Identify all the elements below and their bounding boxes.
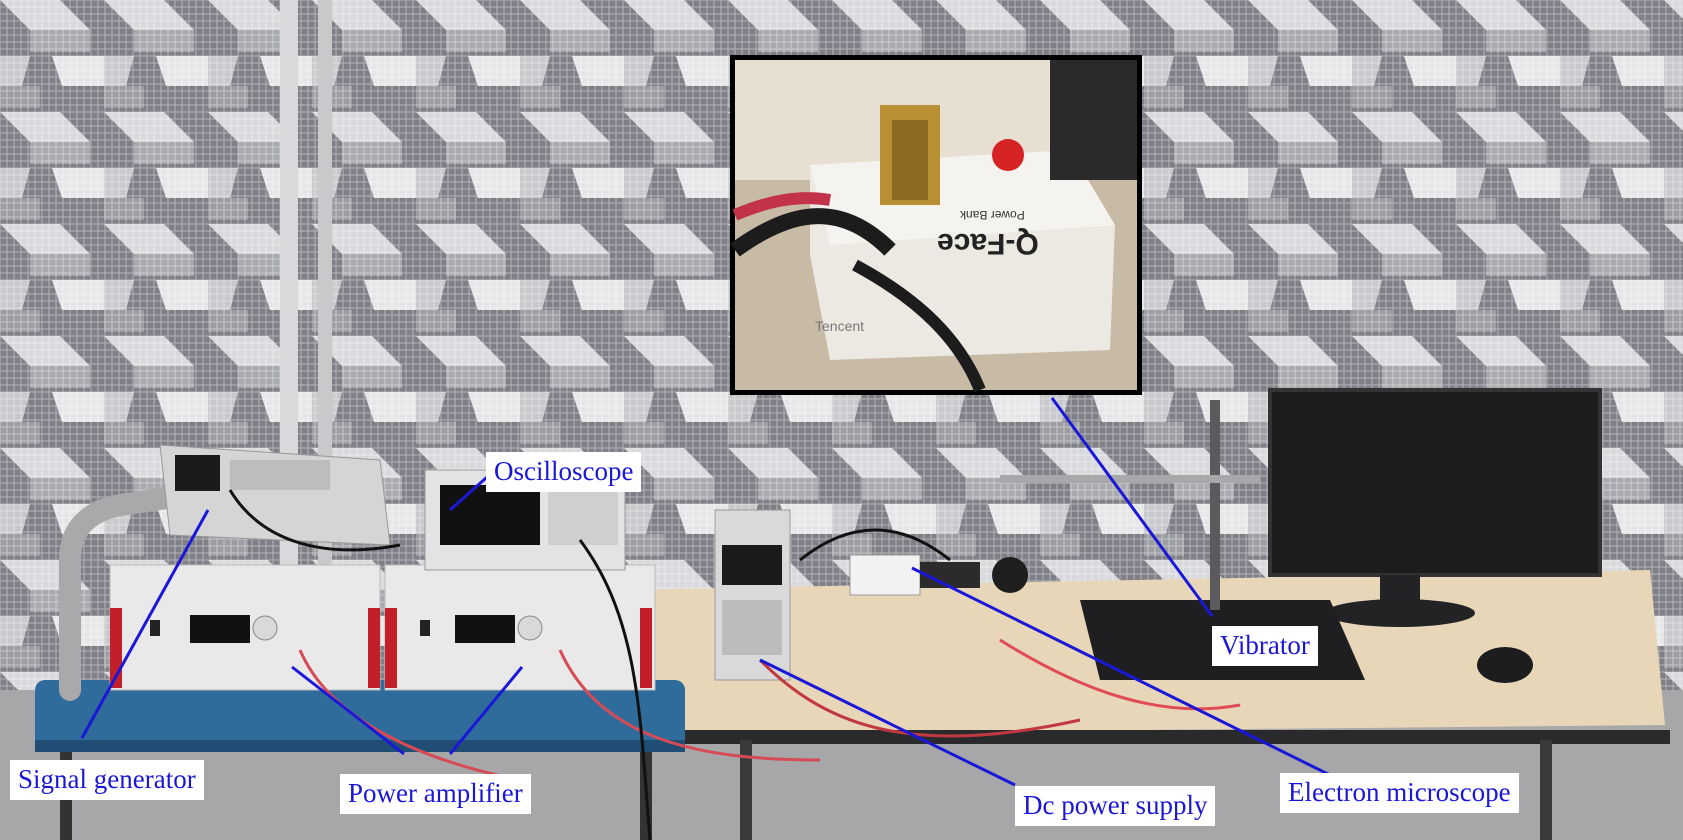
inset-box-subtitle: Power Bank — [960, 208, 1025, 222]
leader-lines — [80, 397, 1341, 787]
leader-line-dc-power-supply — [759, 658, 1016, 787]
label-vibrator: Vibrator — [1212, 626, 1318, 666]
electron-microscope-device — [849, 554, 1028, 596]
inset-box-brand: Q-Face — [937, 227, 1039, 260]
inset-box-maker: Tencent — [815, 318, 865, 334]
dc-power-supply-device — [714, 509, 791, 681]
leader-line-vibrator-inset — [1050, 397, 1214, 617]
label-signal-generator: Signal generator — [10, 760, 204, 800]
power-amplifier-left — [109, 564, 381, 691]
leader-line-power-amplifier-right — [448, 666, 524, 755]
computer-mouse — [1477, 647, 1533, 683]
label-dc-power-supply: Dc power supply — [1015, 786, 1216, 826]
leader-line-electron-microscope — [911, 566, 1341, 782]
leader-line-signal-generator — [80, 509, 210, 739]
label-oscilloscope: Oscilloscope — [486, 452, 642, 492]
cables — [228, 489, 1241, 840]
computer-monitor — [1268, 388, 1602, 627]
label-power-amplifier: Power amplifier — [340, 774, 531, 814]
vibrator-inset-photo — [730, 55, 1142, 395]
leader-line-power-amplifier-left — [291, 665, 405, 756]
label-electron-microscope: Electron microscope — [1280, 773, 1519, 813]
signal-generator-device — [159, 444, 391, 546]
